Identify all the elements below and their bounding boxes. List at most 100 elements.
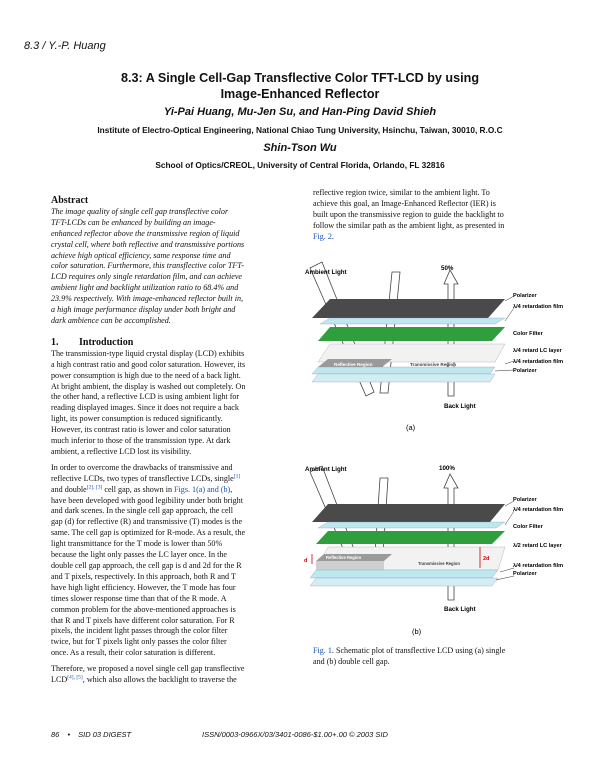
intro-text: ,: [230, 484, 233, 494]
retardation-film-top-layer: [317, 521, 506, 529]
back-light-label: Back Light: [444, 606, 476, 613]
right-line: built upon the transmissive region to gu…: [313, 209, 504, 219]
leader-line: [499, 567, 515, 573]
fig1-label: Fig. 1: [313, 646, 332, 655]
retardation-film-bottom-layer: [311, 366, 496, 375]
intro-line: have high light efficiency. However, the…: [51, 582, 236, 592]
reflective-region-step: [316, 561, 384, 570]
leader-line: [504, 510, 515, 526]
efficiency-label: 100%: [439, 465, 455, 472]
intro-line: and T pixels, respectively. In this appr…: [51, 571, 236, 581]
intro-line: once. As a result, their color saturatio…: [51, 648, 216, 658]
polarizer-bottom-layer: [311, 373, 496, 383]
intro-line: pixels, the incident light passes throug…: [51, 626, 228, 636]
intro-title: Introduction: [79, 336, 134, 348]
back-light-label: Back Light: [444, 403, 476, 410]
intro-line: twice, but for T pixels light only passe…: [51, 637, 227, 647]
affiliation-1: Institute of Electro-Optical Engineering…: [97, 125, 503, 135]
right-column-text: reflective region twice, similar to the …: [313, 188, 549, 243]
intro-line: reading displayed images. Since it does …: [51, 403, 239, 413]
intro-line: that R and T pixels have different color…: [51, 615, 235, 625]
retardation-film-label: λ/4 retardation film: [513, 563, 563, 569]
intro-line: and double[2], [3] cell gap, as shown in…: [51, 483, 293, 496]
footer-issn: ISSN/0003-0966X/03/3401-0086-$1.00+.00 ©…: [202, 730, 388, 739]
intro-text: and double: [51, 484, 87, 494]
transmissive-region-label: Transmissive Region: [418, 561, 460, 566]
fig2-link[interactable]: Fig. 2: [313, 231, 332, 241]
intro-paragraph-1: The transmission-type liquid crystal dis…: [51, 349, 293, 458]
lc-layer: [317, 343, 506, 363]
intro-line: double cell gap approach, the cell gap i…: [51, 561, 242, 570]
intro-line: have been developed with good legibility…: [51, 495, 243, 505]
retardation-film-top-layer: [319, 317, 506, 325]
citation-2-3[interactable]: [2], [3]: [86, 483, 103, 490]
polarizer-bottom-layer: [309, 577, 499, 587]
intro-line: times slower response time than that of …: [51, 593, 227, 603]
reflective-region-label: Reflective Region: [334, 362, 373, 367]
lc-layer-label: λ/4 retard LC layer: [513, 348, 563, 354]
intro-line: The transmission-type liquid crystal dis…: [51, 348, 245, 358]
running-head: 8.3 / Y.-P. Huang: [24, 40, 106, 52]
right-line: follow the similar path as the ambient l…: [313, 220, 505, 230]
figure-caption: Fig. 1. Schematic plot of transflective …: [313, 646, 553, 668]
subfigure-label: (b): [412, 627, 422, 636]
gap-2d-label: 2d: [483, 556, 489, 562]
intro-text: cell gap, as shown in: [102, 484, 175, 494]
intro-heading: 1. Introduction: [51, 336, 293, 349]
abstract-line: LCD requires only single retardation fil…: [51, 272, 243, 282]
intro-line: reflective LCDs, two types of transflect…: [51, 473, 293, 485]
title-line-2: Image-Enhanced Reflector: [220, 87, 380, 101]
intro-line: light, its power consumption is reduced …: [51, 414, 223, 424]
abstract-line: crystal cell, where both reflective and …: [51, 239, 245, 249]
ambient-light-label: Ambient Light: [305, 466, 347, 473]
abstract-line: dark ambience can be accomplished.: [51, 315, 171, 325]
intro-line: Therefore, we proposed a novel single ce…: [51, 664, 245, 674]
abstract-line: achieve high optical efficiency, same re…: [51, 250, 231, 260]
retardation-film-label: λ/4 retardation film: [513, 507, 563, 513]
leader-line: [495, 575, 515, 581]
caption-line: and (b) double cell gap.: [313, 656, 390, 666]
fig1-link[interactable]: Figs. 1(a) and (b): [174, 484, 231, 494]
caption-line: Fig. 1. Schematic plot of transflective …: [313, 646, 553, 657]
abstract-line: color saturation. Furthermore, this tran…: [51, 261, 244, 271]
author-list-2: Shin-Tson Wu: [263, 142, 337, 154]
footer-bullet: •: [67, 730, 71, 739]
intro-line: At bright ambient, the display is washed…: [51, 381, 246, 391]
intro-line: In order to overcome the drawbacks of tr…: [51, 462, 233, 472]
right-line: Fig. 2.: [313, 232, 549, 243]
abstract-line: a high image performance display under b…: [51, 305, 236, 315]
reflective-region-label: Reflective Region: [326, 555, 362, 560]
lc-layer-label: λ/2 retard LC layer: [513, 543, 563, 549]
intro-line: common problem for the above-mentioned a…: [51, 604, 236, 614]
color-filter-label: Color Filter: [513, 524, 544, 530]
gap-d-label: d: [304, 558, 307, 564]
retardation-film-label: λ/4 retardation film: [513, 359, 563, 365]
color-filter-label: Color Filter: [513, 331, 544, 337]
abstract-heading: Abstract: [51, 195, 89, 206]
leader-line: [504, 307, 515, 322]
reflective-region-plate: [318, 359, 392, 367]
right-line: achieve this goal, an Image-Enhanced Ref…: [313, 198, 496, 208]
citation-4-5[interactable]: [4], [5]: [67, 674, 83, 681]
affiliation-2: School of Optics/CREOL, University of Ce…: [155, 160, 445, 170]
intro-line: and dark scenes. In the single cell gap …: [51, 506, 234, 516]
color-filter-layer: [316, 531, 505, 544]
abstract-line: 23.9% respectively. With image-enhanced …: [51, 294, 244, 304]
caption-text: . Schematic plot of transflective LCD us…: [331, 646, 506, 655]
polarizer-top-layer: [312, 299, 505, 318]
intro-paragraph-3: Therefore, we proposed a novel single ce…: [51, 664, 293, 686]
citation-1[interactable]: [1]: [233, 473, 241, 480]
intro-line: the other hand, a reflective LCD is usin…: [51, 392, 240, 402]
left-column: Abstract The image quality of single cel…: [51, 195, 293, 686]
retardation-film-label: λ/4 retardation film: [513, 304, 563, 310]
intro-text: LCD: [51, 675, 68, 685]
abstract-line: TFT-LCDs can be enhanced by building an …: [51, 217, 216, 227]
figure-1b: Ambient Light 100% Polarizer λ/4 retarda…: [304, 465, 563, 636]
abstract-line: enhanced reflector above the transmissiv…: [51, 228, 240, 238]
page-number: 86: [51, 730, 60, 739]
polarizer-label: Polarizer: [513, 571, 537, 577]
right-line: reflective region twice, similar to the …: [313, 188, 490, 197]
title-line-1: 8.3: A Single Cell-Gap Transflective Col…: [120, 71, 480, 85]
abstract-line: ambient light and backlight utilization …: [51, 283, 239, 293]
leader-line: [504, 500, 515, 507]
